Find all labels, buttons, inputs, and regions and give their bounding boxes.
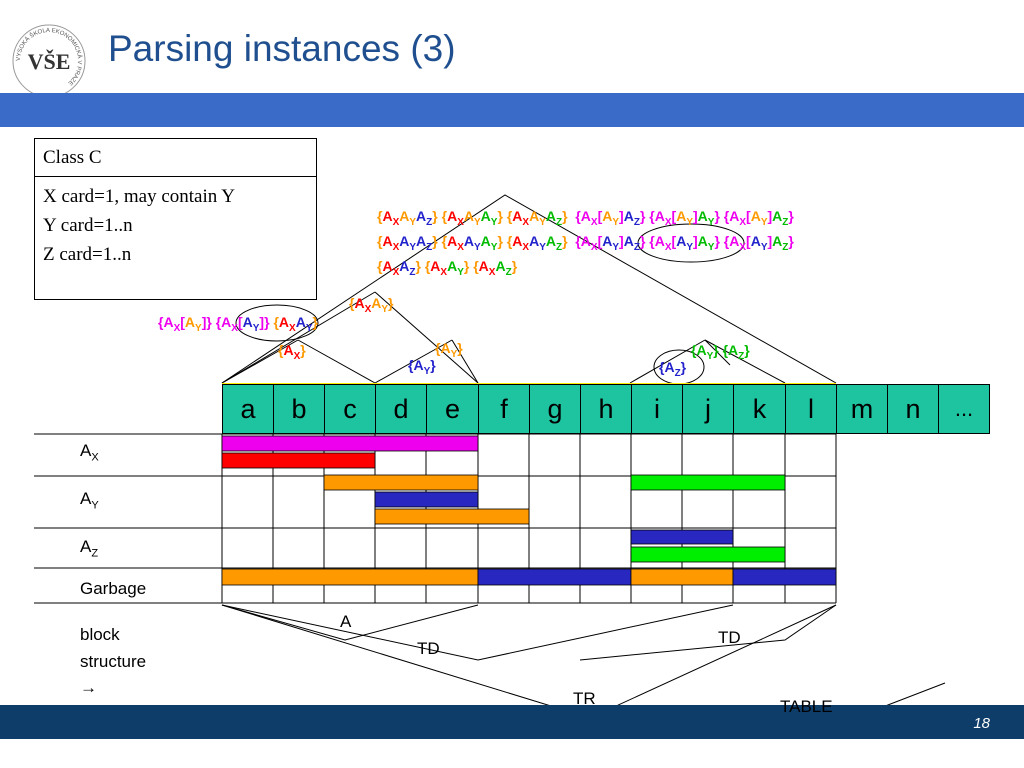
ay-bar-green [630,474,786,491]
annotation-line-3: {AXAZ} {AXAY} {AXAZ} [377,258,518,278]
parse-tree-lines [221,194,837,384]
token-cell: l [785,384,837,434]
ay-bar-orange [374,508,530,525]
garbage-bar-blue [477,568,632,586]
class-box: Class C X card=1, may contain Y Y card=1… [34,138,317,300]
token-cell: k [733,384,786,434]
token-cell: g [529,384,581,434]
vse-logo: VŠE VYSOKÁ ŠKOLA EKONOMICKÁ V PRAZE [10,22,88,100]
ay-bar-blue [374,491,479,508]
header-band [0,93,1024,127]
row-label-ax: AX [80,441,99,464]
ay-bar-orange [323,474,479,491]
az-bar-green [630,546,786,563]
class-box-line: Y card=1..n [43,215,133,236]
row-label-ay: AY [80,489,99,512]
token-cell: a [222,384,274,434]
arrow-right-icon: → [80,678,97,697]
annotation-ay-blue: {AY} [408,357,436,377]
block-td-label: TD [718,628,741,647]
footer-band [0,705,1024,739]
annotation-ay-orange: {AY} [435,340,463,360]
garbage-bar-blue [732,568,837,586]
az-bar-blue [630,529,734,545]
ax-bar-magenta [221,435,479,452]
token-cell: i [631,384,683,434]
annotation-line-1: {AXAYAZ} {AXAYAY} {AXAYAZ} {AX[AY]AZ} {A… [377,208,794,228]
block-tr-label: TR [573,689,596,708]
ax-bar-red [221,452,376,469]
token-cell: f [478,384,530,434]
annotation-ay-az-green: {AY} {AZ} [691,342,750,362]
slide-title: Parsing instances (3) [108,28,456,69]
garbage-bar-orange [221,568,479,586]
token-cell: c [324,384,376,434]
token-cell: n [887,384,939,434]
logo-text: VŠE [28,49,71,74]
token-cell: j [682,384,734,434]
token-cell: b [273,384,325,434]
token-cell: e [426,384,479,434]
garbage-bar-orange [630,568,734,586]
annotation-axay: {AXAY} [349,295,394,315]
block-a-label: A [340,612,352,631]
class-box-line: X card=1, may contain Y [43,186,236,207]
token-cell: d [375,384,427,434]
page-number: 18 [973,715,990,732]
annotation-ax: {AX} [278,342,306,362]
block-table-label: TABLE [780,697,833,716]
token-cell: ... [938,384,990,434]
row-label-garbage: Garbage [80,579,147,598]
block-td-label: TD [417,639,440,658]
row-label-az: AZ [80,537,99,560]
class-box-line: Z card=1..n [43,244,132,265]
token-cell: h [580,384,632,434]
class-box-header: Class C [35,139,316,177]
block-structure-label: block [80,625,120,644]
annotation-left-group: {AX[AY]} {AX[AY]} {AXAY} [158,314,318,334]
token-cell: m [836,384,888,434]
block-structure-label: structure [80,652,147,671]
annotation-line-2: {AXAYAZ} {AXAYAY} {AXAYAZ} {AX[AY]AZ} {A… [377,233,794,253]
annotation-az-blue: {AZ} [659,359,687,379]
